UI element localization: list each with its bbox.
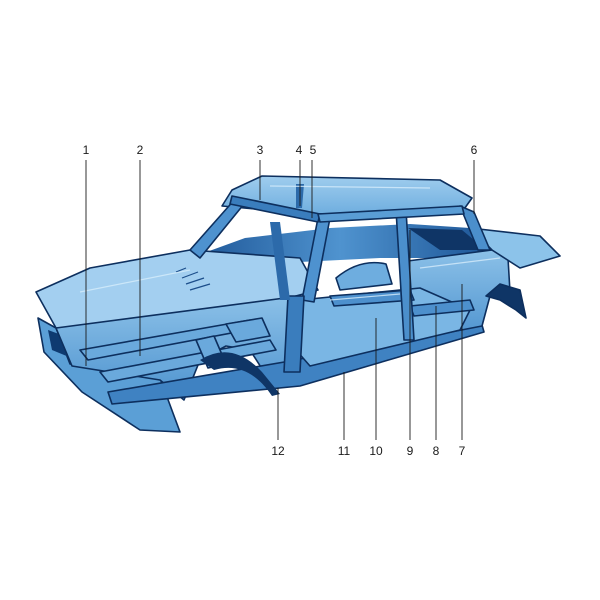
front-wheel-arch	[200, 352, 280, 396]
callout-8: 8	[433, 444, 440, 458]
interior-cavity	[190, 224, 490, 262]
leader-lines	[85, 160, 475, 440]
windshield-header	[229, 195, 321, 223]
callout-1: 1	[83, 143, 90, 157]
hinge-pillar	[283, 295, 305, 373]
hood-vent-grille	[175, 267, 211, 291]
callout-11: 11	[338, 444, 351, 458]
rear-wheel-arch	[485, 283, 527, 319]
roof-side-rail	[317, 205, 465, 223]
callout-2: 2	[137, 143, 144, 157]
callout-12: 12	[271, 444, 285, 458]
callout-5: 5	[310, 143, 317, 157]
surface-highlights	[79, 185, 501, 301]
interior-wheel-house	[335, 261, 393, 291]
callout-4: 4	[296, 143, 303, 157]
callout-7: 7	[459, 444, 466, 458]
callout-10: 10	[369, 444, 383, 458]
callout-3: 3	[257, 143, 264, 157]
c-pillar	[459, 205, 491, 251]
callout-labels: 1 2 3 4 5 6 7 8 9 10 11 12	[83, 143, 478, 458]
callout-9: 9	[407, 444, 414, 458]
car-body-shell	[35, 175, 561, 433]
inner-pillar	[270, 222, 290, 300]
rear-window-opening	[408, 228, 486, 250]
callout-6: 6	[471, 143, 478, 157]
